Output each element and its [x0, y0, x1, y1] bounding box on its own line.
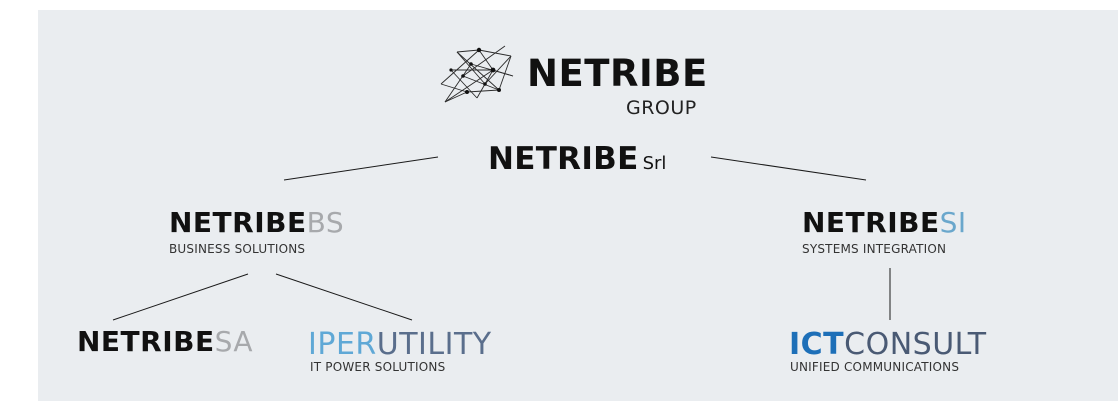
- connector-srl-si: [710, 156, 867, 181]
- diagram-background: [38, 10, 1118, 401]
- netribe-bs-description: BUSINESS SOLUTIONS: [169, 242, 306, 256]
- netribe-si-logo: NETRIBESI: [802, 209, 967, 237]
- ictconsult-prefix: ICT: [789, 327, 845, 362]
- connector-srl-bs: [283, 156, 439, 181]
- group-title: NETRIBE: [527, 52, 708, 95]
- parent-company-suffix: Srl: [642, 153, 667, 174]
- ictconsult-suffix: CONSULT: [844, 327, 987, 362]
- group-subtitle: GROUP: [626, 97, 697, 119]
- connector-bs-iperutility: [275, 273, 413, 321]
- iperutility-prefix: IPER: [308, 327, 377, 362]
- ictconsult-logo: ICTCONSULT: [789, 327, 987, 362]
- connector-bs-sa: [112, 273, 249, 321]
- netribe-bs-name: NETRIBE: [169, 206, 307, 239]
- netribe-bs-code: BS: [306, 206, 345, 239]
- netribe-sa-name: NETRIBE: [77, 325, 215, 358]
- iperutility-logo: IPERUTILITY: [308, 327, 492, 362]
- parent-company-name: NETRIBE: [488, 141, 639, 177]
- iperutility-suffix: UTILITY: [376, 327, 492, 362]
- iperutility-description: IT POWER SOLUTIONS: [310, 360, 446, 374]
- netribe-sa-logo: NETRIBESA: [77, 328, 253, 356]
- netribe-si-code: SI: [939, 206, 967, 239]
- netribe-si-description: SYSTEMS INTEGRATION: [802, 242, 947, 256]
- netribe-bs-logo: NETRIBEBS: [169, 209, 344, 237]
- netribe-si-name: NETRIBE: [802, 206, 940, 239]
- network-nodes-icon: [440, 45, 514, 103]
- ictconsult-description: UNIFIED COMMUNICATIONS: [790, 360, 960, 374]
- netribe-sa-code: SA: [214, 325, 254, 358]
